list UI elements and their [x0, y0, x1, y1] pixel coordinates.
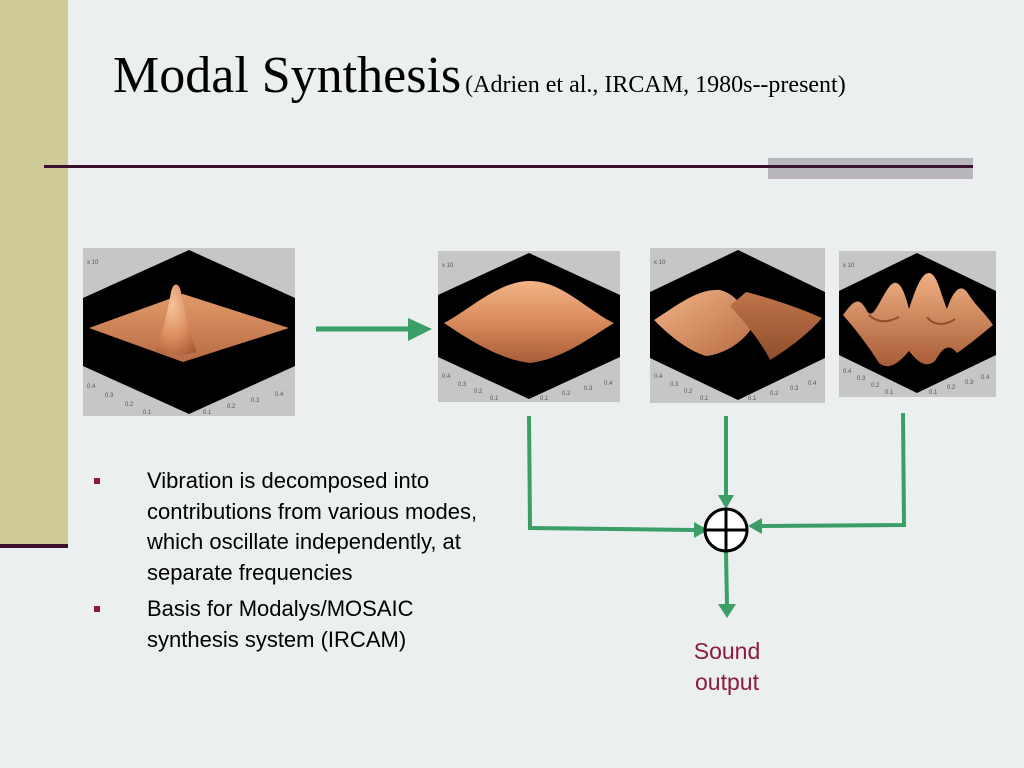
- surface-plane: [89, 294, 289, 362]
- mode-3-arrow-head: [748, 518, 762, 534]
- plot-mode-3: x 10 0.4 0.3 0.2 0.1 0.1 0.2 0.3 0.4: [839, 251, 996, 397]
- tick-label: 0.4: [808, 381, 817, 387]
- decomposition-arrow-head: [408, 318, 432, 341]
- corner-label: x 10: [442, 263, 454, 269]
- tick-label: 0.3: [857, 376, 866, 382]
- tick-label: 0.3: [584, 386, 593, 392]
- title-subtitle: (Adrien et al., IRCAM, 1980s--present): [465, 72, 846, 98]
- tick-label: 0.2: [227, 404, 236, 410]
- tick-label: 0.4: [981, 375, 990, 381]
- output-connector: [724, 551, 729, 606]
- sidebar-accent-underline: [0, 544, 68, 548]
- surface-mode-2-trough: [730, 292, 822, 360]
- tick-label: 0.2: [947, 385, 956, 391]
- tick-label: 0.2: [562, 391, 571, 397]
- mode-1-arrow-head: [694, 522, 708, 538]
- bullet-text: Vibration is decomposed into contributio…: [147, 468, 478, 585]
- sidebar-accent-bar: [0, 0, 68, 545]
- title-rule-accent: [768, 158, 973, 179]
- tick-label: 0.1: [490, 396, 499, 402]
- sound-output-label: Sound output: [693, 638, 761, 695]
- tick-label: 0.4: [442, 374, 451, 380]
- tick-label: 0.3: [670, 382, 679, 388]
- surface-mode-1: [444, 281, 614, 363]
- bullet-marker-icon: [94, 606, 100, 612]
- mode-2-arrow-head: [718, 495, 734, 509]
- tick-label: 0.3: [790, 386, 799, 392]
- surface-mode-3: [843, 273, 993, 367]
- summing-junction-icon: [703, 507, 749, 553]
- bullet-list: Vibration is decomposed into contributio…: [92, 466, 492, 661]
- tick-label: 0.3: [105, 393, 114, 399]
- surface-peak: [155, 284, 197, 355]
- plot-mode-1: x 10 0.4 0.3 0.2 0.1 0.1 0.2 0.3 0.4: [438, 251, 620, 402]
- tick-label: 0.2: [125, 402, 134, 408]
- title-rule-accent-line: [768, 165, 973, 168]
- tick-label: 0.1: [143, 410, 152, 416]
- tick-label: 0.1: [929, 390, 938, 396]
- bullet-marker-icon: [94, 478, 100, 484]
- output-arrow-head: [718, 604, 736, 618]
- corner-label: x 10: [654, 260, 666, 266]
- tick-label: 0.1: [540, 396, 549, 402]
- tick-label: 0.3: [458, 382, 467, 388]
- corner-label: x 10: [87, 260, 99, 266]
- tick-label: 0.1: [748, 396, 757, 402]
- tick-label: 0.2: [770, 391, 779, 397]
- tick-label: 0.4: [654, 374, 663, 380]
- corner-label: x 10: [843, 263, 855, 269]
- tick-label: 0.4: [275, 392, 284, 398]
- tick-label: 0.4: [843, 369, 852, 375]
- tick-label: 0.1: [885, 390, 894, 396]
- tick-label: 0.3: [251, 398, 260, 404]
- plot-mode-2: x 10 0.4 0.3 0.2 0.1 0.1 0.2 0.3 0.4: [650, 248, 825, 403]
- title-main: Modal Synthesis: [113, 47, 462, 104]
- tick-label: 0.4: [87, 384, 96, 390]
- mode-1-connector: [527, 415, 695, 532]
- mode-3-connector: [759, 412, 907, 528]
- tick-label: 0.1: [203, 410, 212, 416]
- tick-label: 0.2: [474, 389, 483, 395]
- plot-initial-excitation: x 10 0.4 0.3 0.2 0.1 0.1 0.2 0.3 0.4: [83, 248, 295, 416]
- title-rule: [44, 165, 972, 168]
- surface-mode-3-shading: [868, 314, 956, 325]
- surface-mode-2-crest: [654, 289, 754, 356]
- bullet-item: Vibration is decomposed into contributio…: [92, 466, 492, 588]
- bullet-text: Basis for Modalys/MOSAIC synthesis syste…: [147, 596, 414, 652]
- bullet-item: Basis for Modalys/MOSAIC synthesis syste…: [92, 594, 492, 655]
- tick-label: 0.1: [700, 396, 709, 402]
- slide-title: Modal Synthesis (Adrien et al., IRCAM, 1…: [113, 46, 993, 106]
- tick-label: 0.4: [604, 381, 613, 387]
- tick-label: 0.3: [965, 380, 974, 386]
- tick-label: 0.2: [684, 389, 693, 395]
- tick-label: 0.2: [871, 383, 880, 389]
